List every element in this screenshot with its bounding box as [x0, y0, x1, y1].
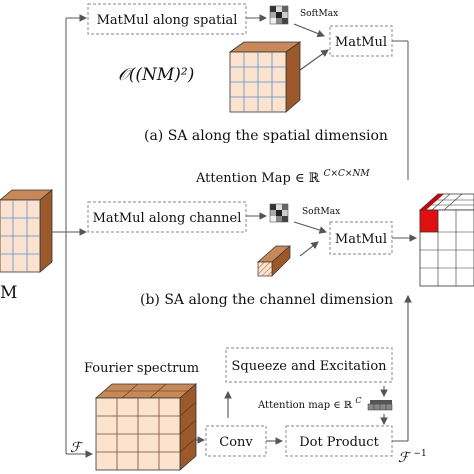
- caption-b: (b) SA along the channel dimension: [140, 292, 393, 308]
- svg-text:Dot Product: Dot Product: [299, 435, 379, 450]
- svg-text:Squeeze and Excitation: Squeeze and Excitation: [231, 359, 387, 374]
- left-connectors: [52, 14, 94, 458]
- svg-text:Conv: Conv: [219, 435, 253, 450]
- output-cube: [418, 193, 474, 287]
- value-cube-a: [228, 41, 302, 113]
- value-bar-b: [257, 245, 291, 277]
- caption-a: (a) SA along the spatial dimension: [144, 128, 388, 144]
- fourier-spectrum-label: Fourier spectrum: [84, 361, 199, 376]
- conv-box: Conv: [205, 425, 267, 457]
- matmul-box-a: MatMul: [329, 25, 393, 57]
- svg-text:MatMul along spatial: MatMul along spatial: [97, 13, 238, 28]
- inverse-fourier-label: ℱ −1: [398, 449, 427, 466]
- softmax-label-a: SoftMax: [300, 9, 338, 19]
- complexity-label: 𝒪((NM)²): [118, 65, 194, 85]
- matmul-box-b: MatMul: [329, 221, 393, 255]
- svg-text:MatMul along channel: MatMul along channel: [93, 211, 242, 226]
- fourier-symbol: ℱ: [70, 440, 84, 456]
- softmax-matrix-a: [269, 5, 289, 25]
- input-cube: [0, 189, 54, 273]
- attention-map-c-label: Attention map ∈ ℝ C: [257, 396, 362, 411]
- input-label: M: [0, 283, 17, 303]
- svg-text:MatMul: MatMul: [335, 35, 387, 50]
- fourier-cube: [94, 383, 198, 471]
- svg-text:MatMul: MatMul: [335, 232, 387, 247]
- softmax-label-b: SoftMax: [302, 207, 340, 217]
- softmax-matrix-b: [269, 203, 289, 223]
- dot-product-box: Dot Product: [285, 425, 393, 457]
- matmul-channel-box: MatMul along channel: [87, 201, 247, 233]
- attention-map-label: Attention Map ∈ ℝ C×C×NM: [195, 169, 370, 186]
- matmul-spatial-box: MatMul along spatial: [87, 3, 247, 35]
- attention-vector: [367, 400, 393, 411]
- squeeze-excitation-box: Squeeze and Excitation: [225, 347, 393, 383]
